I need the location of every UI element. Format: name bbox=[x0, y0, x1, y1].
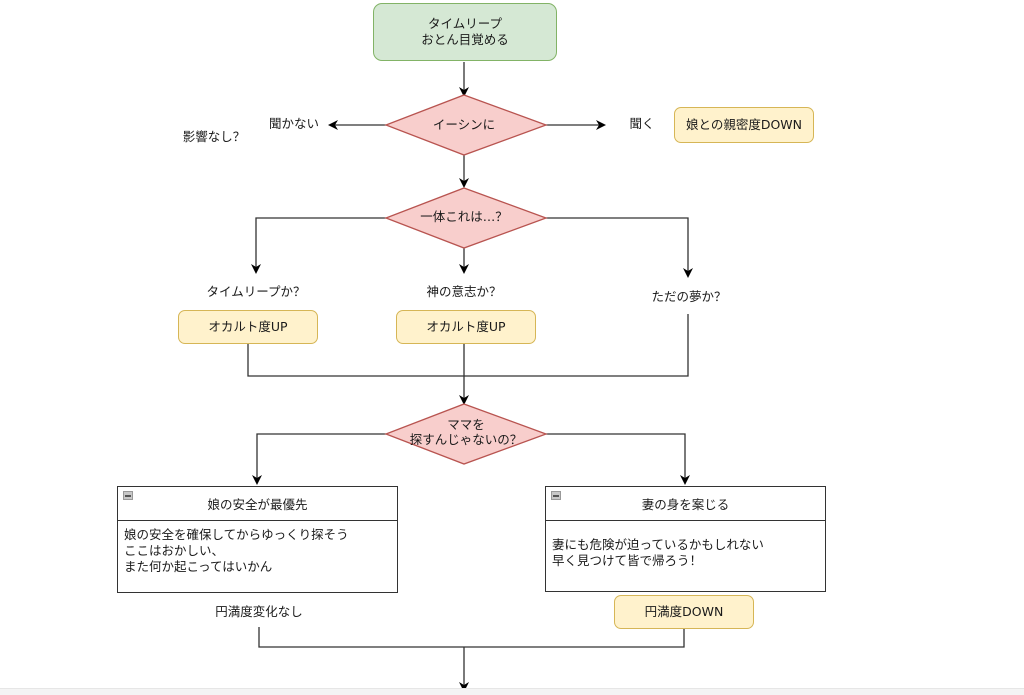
start-node[interactable]: タイムリープ おとん目覚める bbox=[373, 3, 557, 61]
start-line2: おとん目覚める bbox=[421, 32, 509, 47]
edge-bottom-left bbox=[258, 627, 464, 648]
canvas-bottom-edge bbox=[0, 688, 1024, 695]
edge-d3-left bbox=[252, 433, 386, 485]
decision3-line2: 探すんじゃないの？ bbox=[409, 432, 523, 447]
choice-right-title: 妻の身を案じる bbox=[641, 497, 730, 512]
decision2-label[interactable]: 一体これは…？ bbox=[420, 209, 508, 224]
choice-right-container[interactable]: 妻の身を案じる 妻にも危険が迫っているかもしれない 早く見つけて皆で帰ろう！ bbox=[545, 486, 826, 592]
edge-bottom-right bbox=[464, 627, 685, 648]
choice-left-container[interactable]: 娘の安全が最優先 娘の安全を確保してからゆっくり探そう ここはおかしい、 また何… bbox=[117, 486, 398, 593]
decision3-line1: ママを bbox=[447, 417, 485, 432]
decision1-left-note: 影響なし？ bbox=[182, 129, 246, 144]
branch-result-timeleap[interactable]: オカルト度UP bbox=[178, 310, 318, 344]
edge-d2-right bbox=[546, 217, 693, 278]
decision-shape-2 bbox=[384, 187, 548, 249]
decision1-label[interactable]: イーシンに bbox=[432, 117, 496, 132]
choice-left-body: 娘の安全を確保してからゆっくり探そう ここはおかしい、 また何か起こってはいかん bbox=[124, 527, 349, 574]
branch-label-timeleap: タイムリープか？ bbox=[206, 284, 306, 299]
branch-result-god[interactable]: オカルト度UP bbox=[396, 310, 536, 344]
choice-right-body: 妻にも危険が迫っているかもしれない 早く見つけて皆で帰ろう！ bbox=[552, 537, 764, 568]
collapse-icon[interactable] bbox=[123, 491, 133, 500]
start-line1: タイムリープ bbox=[427, 16, 502, 31]
decision-shape-1 bbox=[384, 94, 548, 156]
decision-shape-3 bbox=[384, 403, 548, 465]
choice-left-result: 円満度変化なし bbox=[215, 604, 303, 619]
branch-label-god: 神の意志か？ bbox=[426, 284, 502, 299]
decision1-right-result[interactable]: 娘との親密度DOWN bbox=[674, 107, 814, 143]
collapse-icon[interactable] bbox=[551, 491, 561, 500]
choice-left-header: 娘の安全が最優先 bbox=[118, 487, 397, 521]
decision1-right-label: 聞く bbox=[629, 116, 655, 131]
choice-right-header: 妻の身を案じる bbox=[546, 487, 825, 521]
choice-right-result[interactable]: 円満度DOWN bbox=[614, 595, 754, 629]
edge-merge-right bbox=[464, 314, 689, 377]
edge-merge-left bbox=[247, 344, 464, 377]
decision3-label[interactable]: ママを 探すんじゃないの？ bbox=[386, 414, 546, 450]
decision1-left-label: 聞かない bbox=[268, 116, 319, 131]
choice-left-title: 娘の安全が最優先 bbox=[207, 497, 308, 512]
edge-d3-right bbox=[546, 433, 690, 485]
branch-label-dream: ただの夢か？ bbox=[651, 289, 727, 304]
edge-d2-left bbox=[251, 217, 386, 274]
